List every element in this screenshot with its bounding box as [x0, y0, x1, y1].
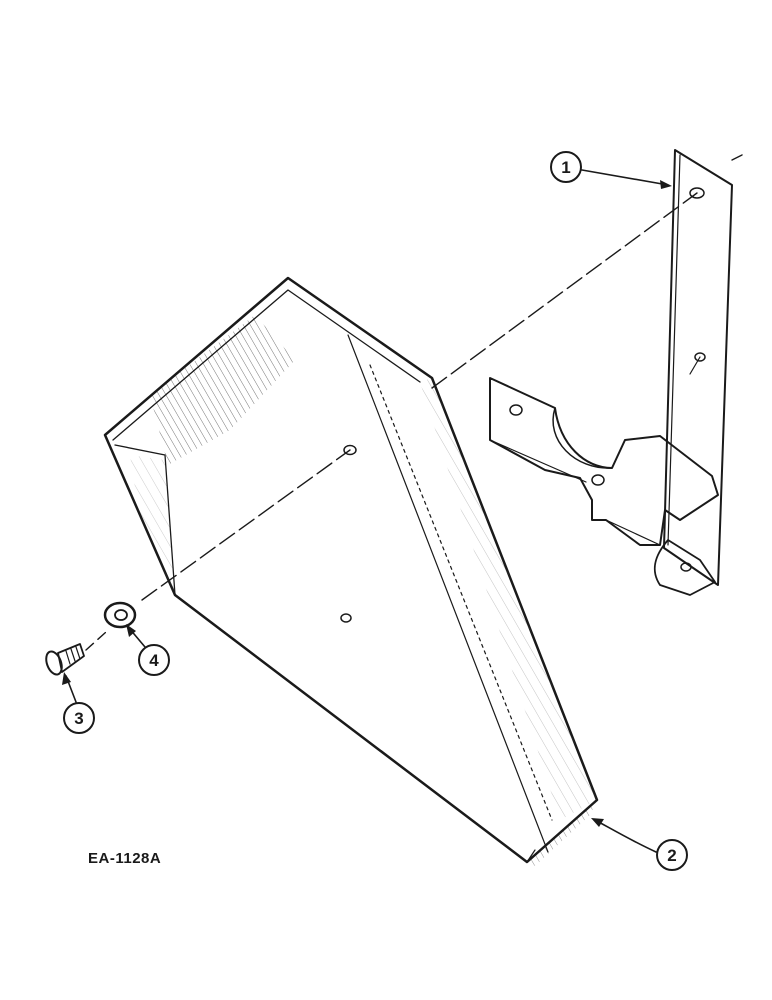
- svg-text:3: 3: [74, 709, 83, 728]
- svg-text:4: 4: [149, 651, 159, 670]
- callout-4: 4: [126, 624, 170, 676]
- drawing-number: EA-1128A: [88, 850, 161, 867]
- callout-1: 1: [550, 151, 672, 189]
- callout-3: 3: [62, 672, 95, 734]
- svg-text:2: 2: [667, 846, 676, 865]
- callout-2: 2: [591, 818, 688, 871]
- shield-guard: [103, 276, 599, 866]
- screw: [45, 643, 85, 676]
- mounting-bracket: [489, 149, 733, 596]
- washer: [103, 601, 137, 629]
- svg-text:1: 1: [561, 158, 570, 177]
- assembly-lines: [85, 154, 743, 651]
